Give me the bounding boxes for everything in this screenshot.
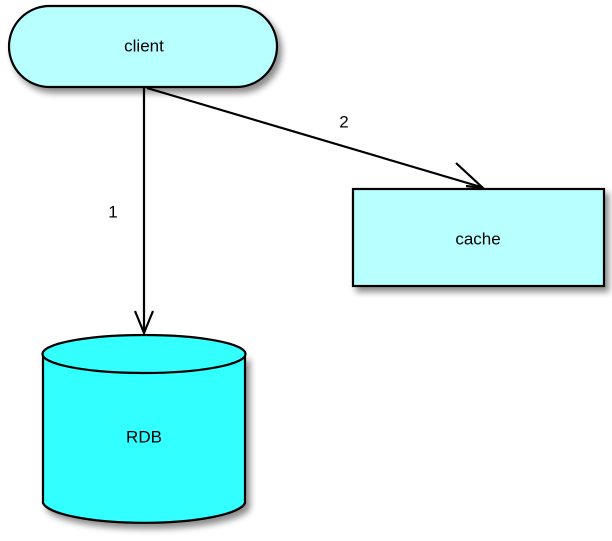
edge-1-label: 1 xyxy=(108,202,117,221)
edge-2-arrowhead xyxy=(455,162,487,190)
node-cache[interactable]: cache xyxy=(351,187,606,288)
node-rdb[interactable]: RDB xyxy=(41,333,247,524)
edge-client-to-rdb: 1 xyxy=(108,88,155,336)
edge-2-line xyxy=(146,86,482,189)
cache-shape xyxy=(351,187,606,288)
rdb-top-ellipse xyxy=(41,333,247,375)
rdb-label: RDB xyxy=(126,427,162,446)
edge-1-arrowhead xyxy=(133,310,155,336)
edge-client-to-cache: 2 xyxy=(146,86,487,190)
cache-label: cache xyxy=(455,229,500,248)
edge-2-label: 2 xyxy=(339,112,348,131)
client-shape xyxy=(7,4,279,89)
node-client[interactable]: client xyxy=(7,4,279,89)
client-label: client xyxy=(124,36,164,55)
